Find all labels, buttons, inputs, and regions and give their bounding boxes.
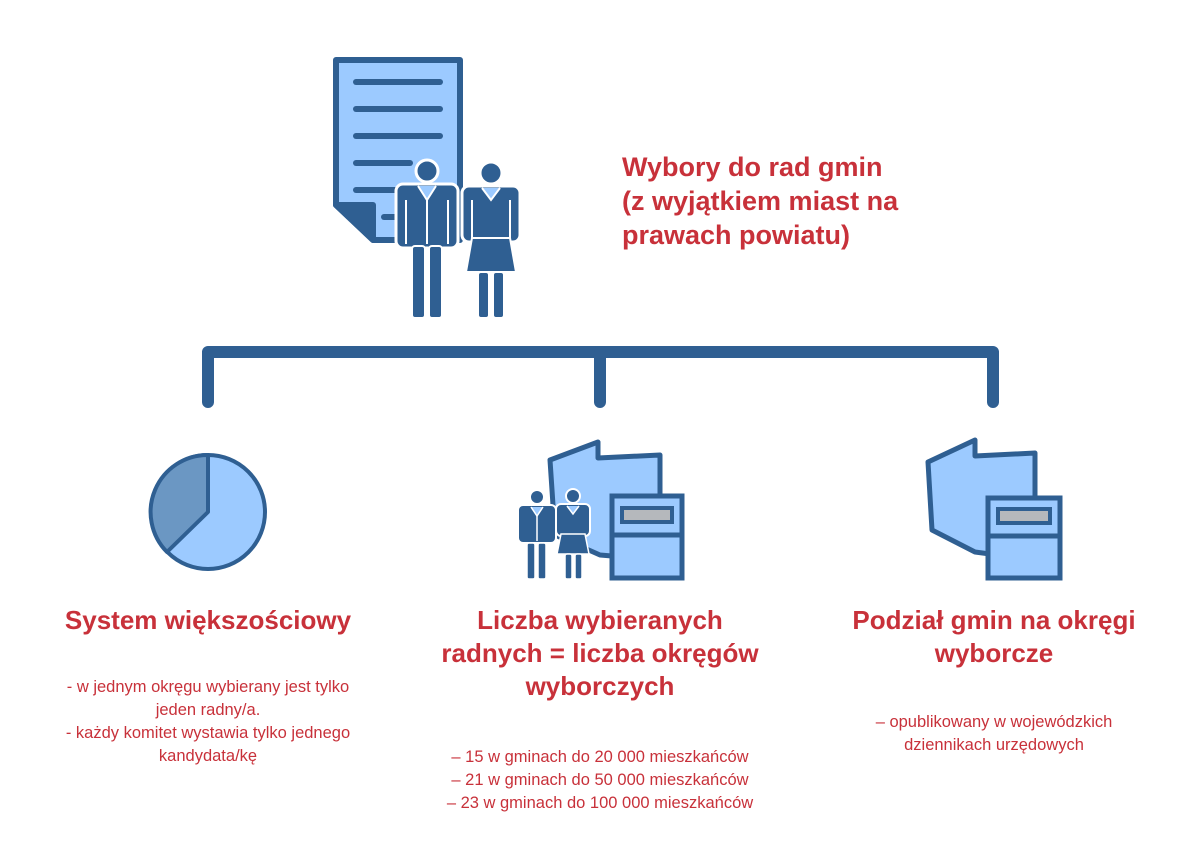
note-line: dziennikach urzędowych <box>904 736 1084 754</box>
note-line: – opublikowany w wojewódzkich <box>875 713 1113 731</box>
connector-bracket <box>202 346 999 408</box>
main-title: Wybory do rad gmin (z wyjątkiem miast na… <box>622 150 1042 252</box>
note-line: jeden radny/a. <box>155 701 261 719</box>
column-district-division: Podział gmin na okręgi wyborcze <box>804 604 1184 670</box>
column-title: radnych = liczba okręgów <box>441 638 759 668</box>
document-with-people-icon <box>333 57 522 319</box>
column-title: wyborczych <box>525 671 675 701</box>
column-number-of-councillors: Liczba wybieranych radnych = liczba okrę… <box>400 604 800 703</box>
column-notes: - w jednym okręgu wybierany jest tylko j… <box>18 676 398 768</box>
column-title: System większościowy <box>64 605 352 635</box>
pie-chart-icon <box>148 452 267 571</box>
note-line: - w jednym okręgu wybierany jest tylko <box>66 678 350 696</box>
note-line: – 15 w gminach do 20 000 mieszkańców <box>451 748 749 766</box>
column-majority-system: System większościowy <box>18 604 398 637</box>
map-ballot-box-icon <box>925 437 1063 581</box>
man-figure-icon <box>394 158 460 319</box>
main-title-line: prawach powiatu) <box>622 220 851 250</box>
column-title: wyborcze <box>934 638 1054 668</box>
column-notes: – opublikowany w wojewódzkich dziennikac… <box>804 711 1184 757</box>
note-line: kandydata/kę <box>158 747 258 765</box>
main-title-line: (z wyjątkiem miast na <box>622 186 899 216</box>
main-title-line: Wybory do rad gmin <box>622 152 883 182</box>
note-line: – 21 w gminach do 50 000 mieszkańców <box>451 771 749 789</box>
column-notes: – 15 w gminach do 20 000 mieszkańców – 2… <box>400 746 800 815</box>
note-line: - każdy komitet wystawia tylko jednego <box>65 724 351 742</box>
note-line: – 23 w gminach do 100 000 mieszkańców <box>446 794 754 812</box>
woman-figure-icon <box>460 160 522 319</box>
column-title: Liczba wybieranych <box>477 605 723 635</box>
column-title: Podział gmin na okręgi <box>852 605 1136 635</box>
voters-ballot-box-icon <box>517 439 685 581</box>
